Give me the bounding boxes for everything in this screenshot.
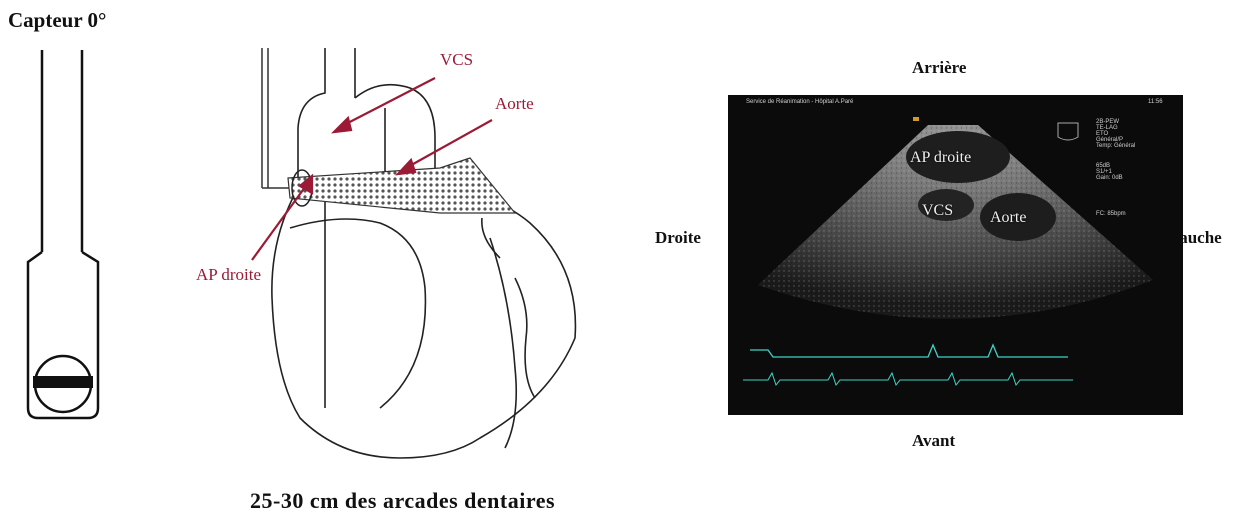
label-aorte: Aorte xyxy=(495,94,534,114)
probe-drawing xyxy=(0,0,140,440)
diagram-caption: 25-30 cm des arcades dentaires xyxy=(250,488,555,514)
probe-shaft xyxy=(28,50,98,418)
us-label-aorte: Aorte xyxy=(990,209,1026,227)
orientation-bottom: Avant xyxy=(912,431,955,451)
us-side-info: 2B-PEW TE-LAG ETO Général/P Temp: Généra… xyxy=(1096,119,1181,217)
pulmonary-artery-band xyxy=(288,158,515,213)
label-ap-droite: AP droite xyxy=(196,265,261,285)
us-label-vcs: VCS xyxy=(922,202,953,220)
us-label-ap-droite: AP droite xyxy=(910,149,971,167)
us-info-line: FC: 85bpm xyxy=(1096,211,1181,217)
label-vcs: VCS xyxy=(440,50,473,70)
probe-transducer-icon xyxy=(33,356,93,412)
ultrasound-image: Service de Réanimation - Hôpital A.Paré … xyxy=(728,95,1183,415)
ecg-trace-top xyxy=(750,345,1068,357)
esophageal-probe-lines xyxy=(262,48,290,188)
orientation-top: Arrière xyxy=(912,58,966,78)
us-info-line: Temp: Général xyxy=(1096,143,1181,149)
ecg-trace-bottom xyxy=(743,373,1073,385)
us-info-line: Gain: 0dB xyxy=(1096,175,1181,181)
heart-diagram xyxy=(230,38,630,470)
orientation-left: Droite xyxy=(655,228,701,248)
